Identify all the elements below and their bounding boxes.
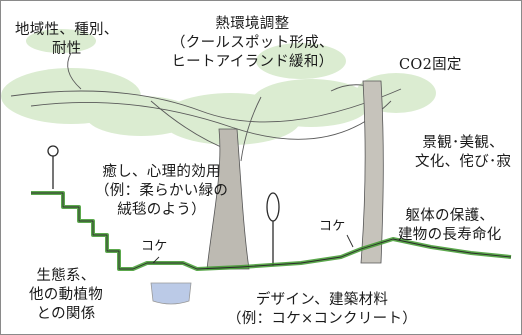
label-healing: 癒し、心理的効用 （例：柔らかい緑の 絨毯のよう）: [95, 164, 229, 218]
label-protection: 躯体の保護、 建物の長寿命化: [398, 208, 502, 243]
label-moss-right: コケ: [319, 219, 346, 234]
tree-trunks: [206, 80, 384, 270]
water-basin: [150, 282, 192, 305]
moss-pointers: [152, 234, 354, 264]
label-design: デザイン、建築材料 （例：コケ×コンクリート）: [227, 292, 418, 327]
label-moss-left: コケ: [141, 239, 168, 254]
label-heat-regulation: 熱環境調整 （クールスポット形成、 ヒートアイランド緩和）: [171, 16, 334, 70]
moss-terrain: [31, 191, 512, 271]
figure-center: [266, 192, 280, 266]
foliage-wash: [1, 29, 436, 145]
figure-left: [47, 145, 59, 189]
label-landscape: 景観･美観、 文化、侘び･寂: [415, 135, 512, 170]
label-ecosystem: 生態系、 他の動植物 との関係: [29, 268, 103, 322]
label-biodiversity: 地域性、種別、 耐性: [15, 22, 119, 57]
label-co2: CO2固定: [399, 57, 462, 73]
